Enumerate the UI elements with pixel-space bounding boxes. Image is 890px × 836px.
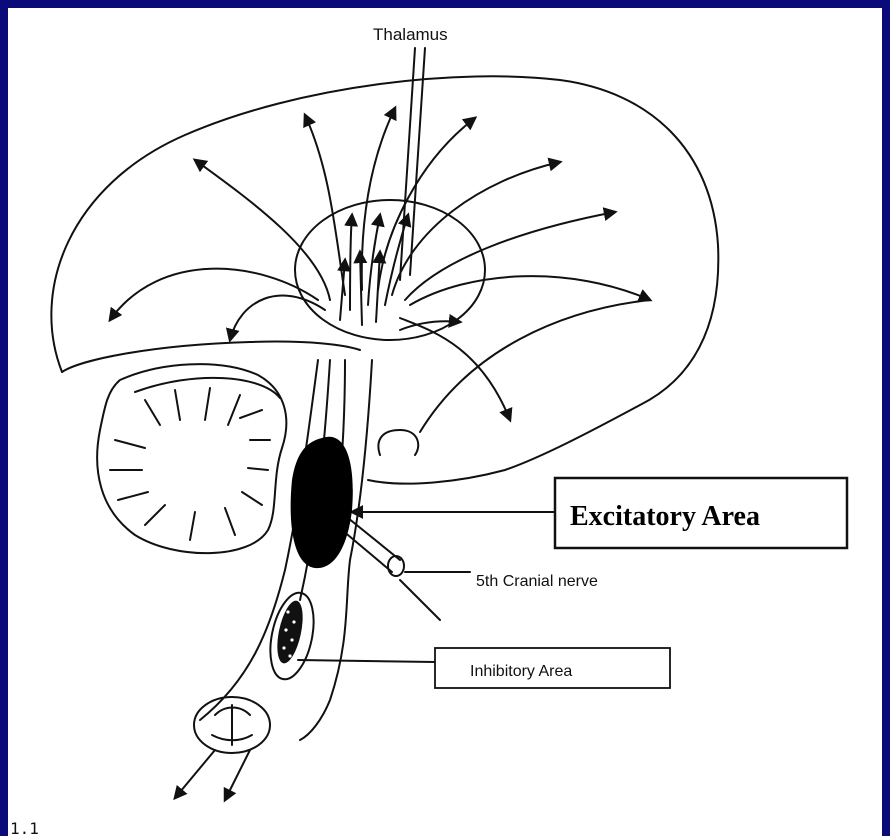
cerebrum-inner-contour <box>62 342 360 372</box>
thalamus-label: Thalamus <box>373 25 448 44</box>
cranial-nerve-label: 5th Cranial nerve <box>476 573 598 590</box>
bottom-fragment-label: 1.1 <box>10 819 39 836</box>
excitatory-area-blob <box>291 437 353 568</box>
callosum-curve <box>420 300 650 432</box>
cerebrum-outline <box>51 76 718 483</box>
brainstem-diagram: Thalamus Excitatory Area 5th Cranial ner… <box>8 8 882 836</box>
excitatory-area-label: Excitatory Area <box>570 501 760 532</box>
thalamus-circle <box>295 200 485 340</box>
diagram-frame: Thalamus Excitatory Area 5th Cranial ner… <box>8 8 882 836</box>
inhibitory-area-label: Inhibitory Area <box>470 663 572 680</box>
